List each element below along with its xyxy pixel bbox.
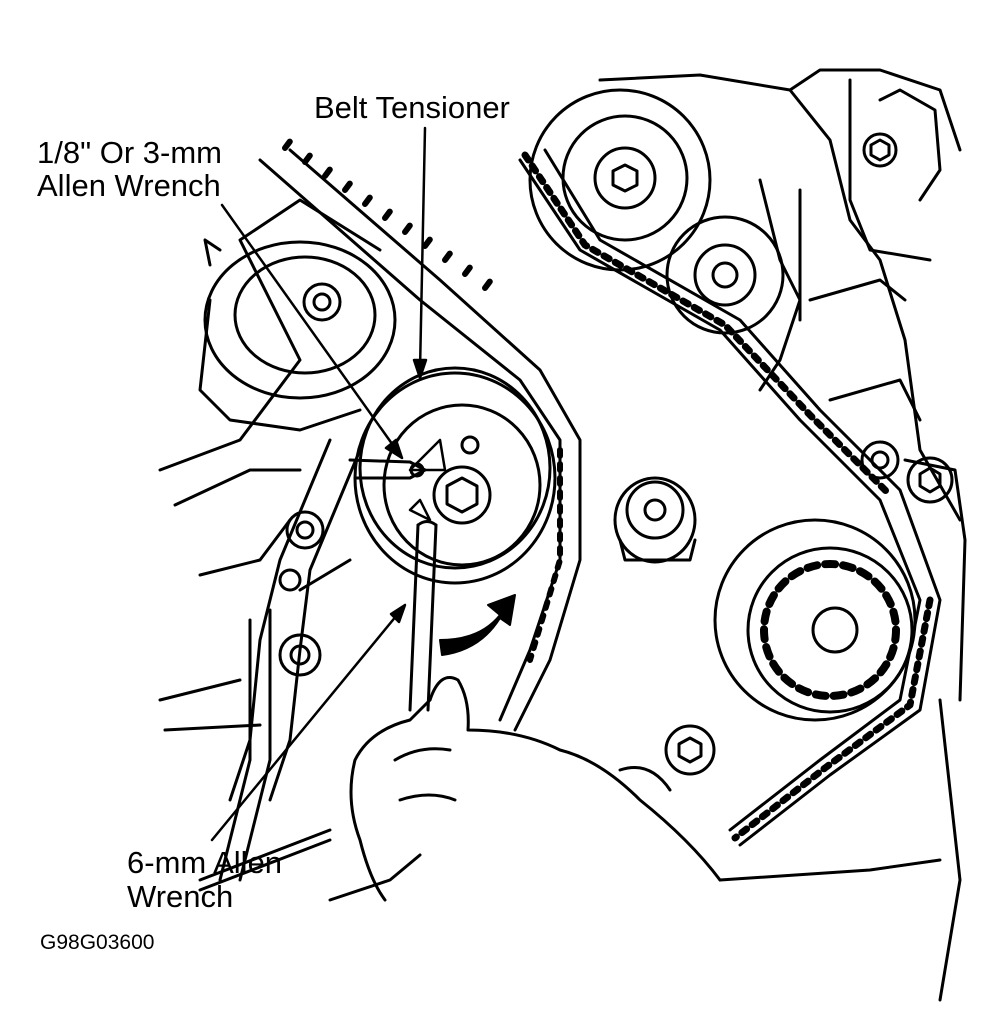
six-mm-allen-wrench-label-line2: Wrench [127, 879, 234, 914]
belt-tensioner [353, 366, 557, 585]
sprocket [713, 518, 917, 722]
belt-tensioner-label: Belt Tensioner [314, 90, 510, 125]
hand [349, 676, 722, 902]
idler-pulley-left [198, 238, 397, 432]
bolts [278, 132, 954, 776]
small-wrench-leader [220, 203, 397, 450]
small-allen-wrench [348, 458, 427, 480]
belt-tensioner-leader [418, 126, 427, 372]
six-mm-allen-wrench [408, 520, 438, 712]
small-allen-wrench-label-line1: 1/8" Or 3-mm [37, 135, 222, 170]
left-bracket [228, 438, 362, 802]
engine-block-outline [158, 68, 967, 1002]
six-mm-wrench-leader [210, 613, 399, 842]
center-idler [613, 476, 697, 564]
upper-right-pulleys [528, 88, 785, 335]
rotation-arrow [439, 594, 516, 656]
figure-code: G98G03600 [40, 931, 155, 954]
small-allen-wrench-label-line2: Allen Wrench [37, 168, 221, 203]
timing-belt [258, 137, 942, 847]
leader-lines [210, 126, 428, 842]
six-mm-allen-wrench-label-line1: 6-mm Allen [127, 845, 283, 880]
